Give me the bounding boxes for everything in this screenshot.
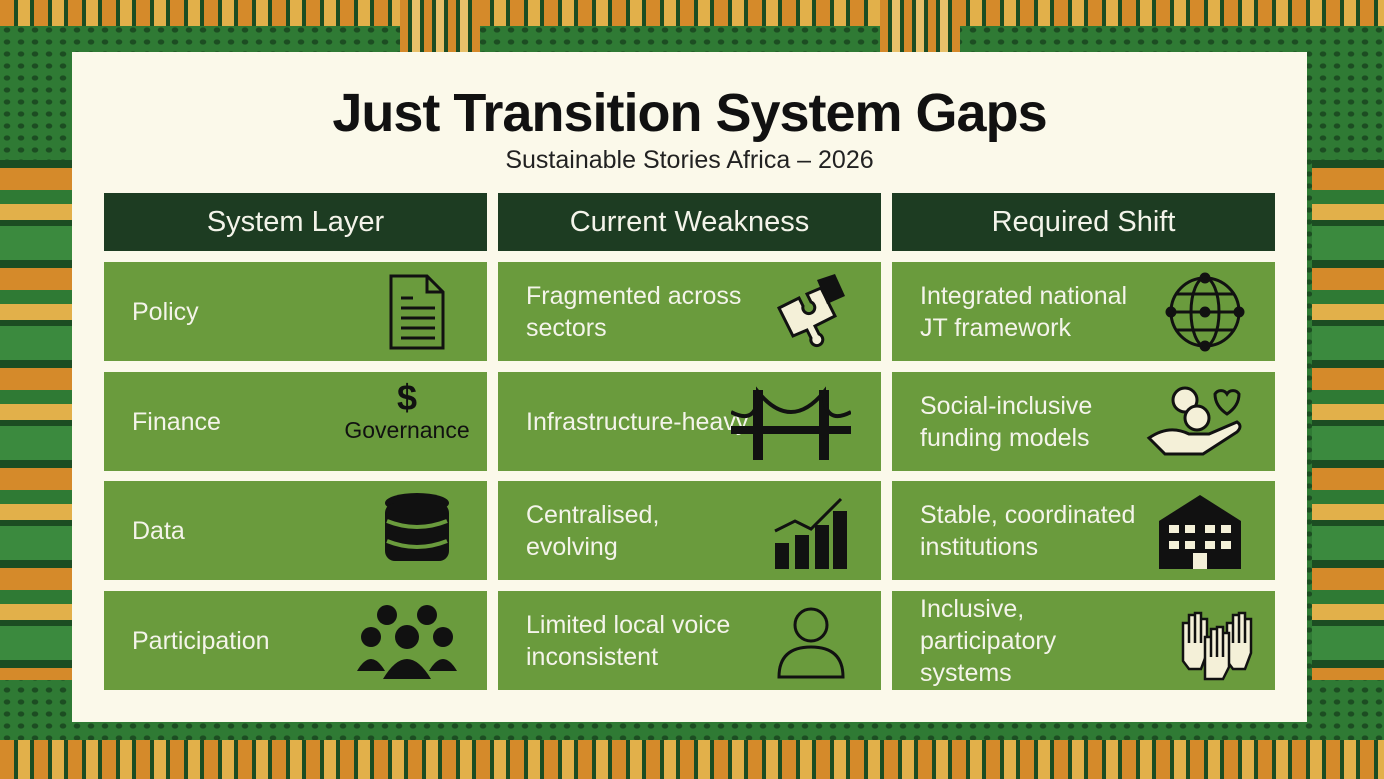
globe-network-icon [1165,272,1245,352]
page-title: Just Transition System Gaps [332,83,1047,143]
cell-text: Inclusive, participatory systems [920,594,1057,687]
cell-text: Limited local voice inconsistent [526,610,731,671]
header-current-weakness: Current Weakness [498,193,881,251]
building-icon [1155,491,1245,571]
puzzle-icon [771,272,851,352]
content-panel: Just Transition System Gaps Sustainable … [72,52,1307,722]
hand-coins-heart-icon [1145,382,1245,462]
governance-label: Governance [344,416,470,443]
raised-hands-icon [1177,601,1257,681]
cell-text: Centralised, evolving [526,500,660,561]
chart-icon [771,491,851,571]
database-icon [377,491,457,571]
pattern-strip [880,0,960,52]
pattern-border-right [1312,160,1384,680]
cell-weakness-data: Centralised, evolving [498,481,881,580]
cell-shift-participation: Inclusive, participatory systems [892,591,1275,690]
cell-shift-data: Stable, coordinated institutions [892,481,1275,580]
cell-shift-finance: Social-inclusive funding models [892,372,1275,471]
governance-dollar-icon: $Governance [337,379,477,462]
cell-text: Stable, coordinated institutions [920,500,1136,561]
cell-text: Social-inclusive funding models [920,391,1093,452]
cell-text: Integrated national JT framework [920,281,1128,342]
cell-text: Policy [132,297,199,326]
cell-weakness-policy: Fragmented across sectors [498,262,881,361]
cell-layer-finance: Finance $Governance [104,372,487,471]
cell-text: Infrastructure-heavy [526,407,749,436]
person-icon [771,601,851,681]
cell-text: Data [132,516,185,545]
bridge-icon [730,382,852,462]
page-subtitle: Sustainable Stories Africa – 2026 [505,146,874,174]
cell-shift-policy: Integrated national JT framework [892,262,1275,361]
pattern-border-bottom [0,740,1384,779]
pattern-border-left [0,160,72,680]
document-icon [377,272,457,352]
cell-weakness-finance: Infrastructure-heavy [498,372,881,471]
cell-text: Participation [132,626,270,655]
cell-weakness-participation: Limited local voice inconsistent [498,591,881,690]
people-group-icon [357,601,457,681]
cell-layer-participation: Participation [104,591,487,690]
pattern-strip [400,0,480,52]
pattern-border-top [0,0,1384,26]
header-required-shift: Required Shift [892,193,1275,251]
cell-text: Fragmented across sectors [526,281,742,342]
cell-layer-data: Data [104,481,487,580]
cell-layer-policy: Policy [104,262,487,361]
header-system-layer: System Layer [104,193,487,251]
cell-text: Finance [132,407,221,436]
